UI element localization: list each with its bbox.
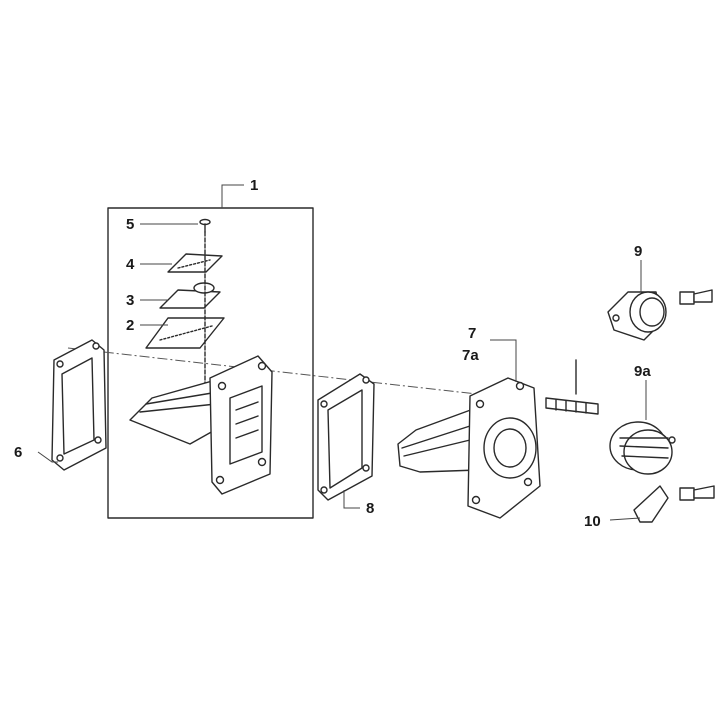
callout-8: 8 [366, 500, 374, 517]
callout-4: 4 [126, 256, 135, 273]
callout-7a: 7a [462, 347, 479, 364]
reed-valve-assembly-box [107, 207, 314, 519]
callout-6: 6 [14, 444, 22, 461]
gasket-8 [317, 373, 375, 501]
callout-9a: 9a [634, 363, 651, 380]
stud-bolt [545, 359, 599, 415]
bolt-9 [679, 289, 713, 305]
reed-petal-plate-3 [159, 282, 221, 309]
callout-7: 7 [468, 325, 476, 342]
bolt-10 [679, 485, 715, 501]
carburetor-boot-9a [609, 421, 676, 475]
intake-manifold-7 [397, 377, 541, 519]
callout-10: 10 [584, 513, 601, 530]
center-line [67, 347, 531, 401]
reed-valve-block-1 [129, 355, 273, 495]
callout-2: 2 [126, 317, 134, 334]
leader-1 [221, 184, 244, 208]
screw-5 [199, 218, 211, 233]
callout-1: 1 [250, 177, 258, 194]
clamp-10 [633, 485, 669, 523]
callout-9: 9 [634, 243, 642, 260]
reed-petal-2 [145, 317, 225, 349]
reed-stopper-plate-4 [167, 253, 223, 273]
carburetor-boot-9 [607, 291, 667, 341]
callout-3: 3 [126, 292, 134, 309]
callout-5: 5 [126, 216, 134, 233]
gasket-6 [51, 339, 107, 471]
